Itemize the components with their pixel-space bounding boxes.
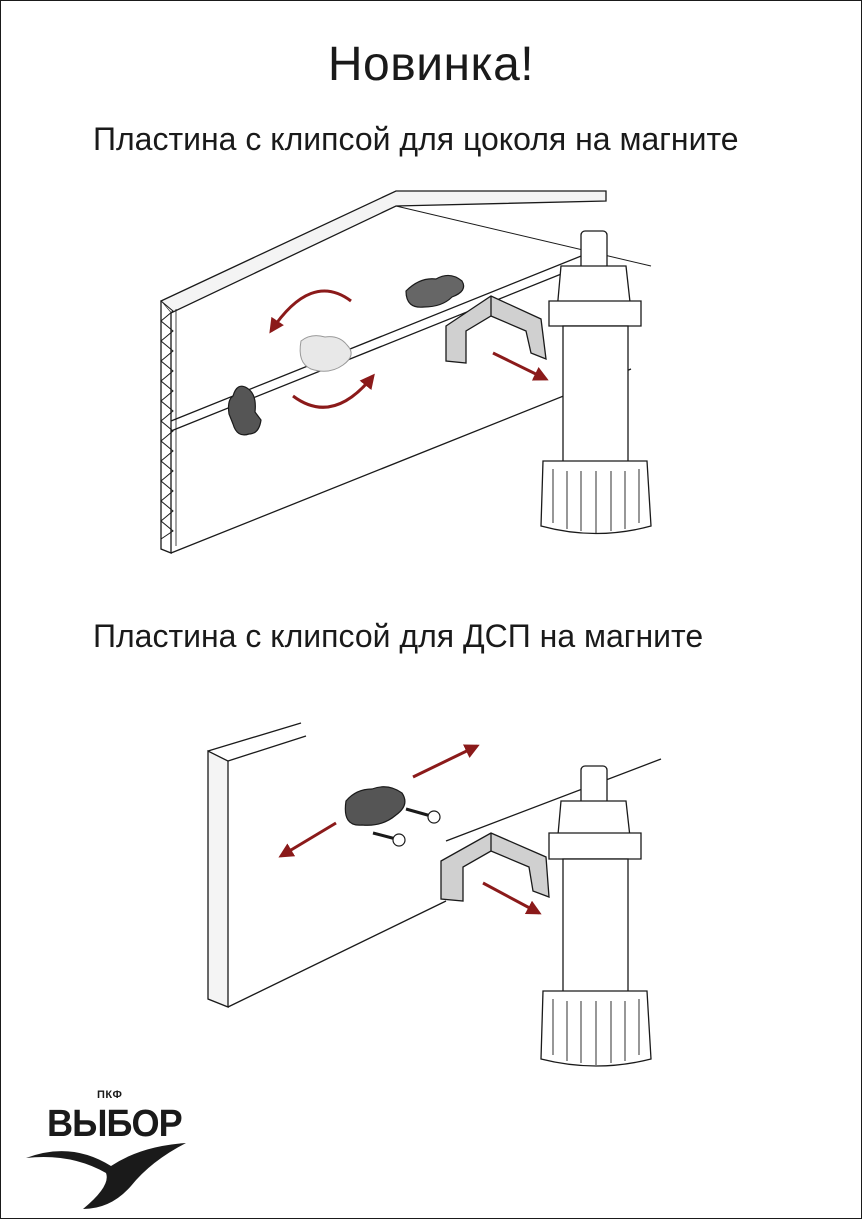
logo-prefix: ПКФ: [97, 1089, 123, 1101]
move-arrow-icon: [278, 744, 542, 915]
adjustable-leg: [540, 765, 652, 1067]
plinth-illustration: [159, 190, 652, 554]
chipboard-illustration: [207, 722, 662, 1067]
logo-bird-icon: [26, 1143, 186, 1209]
clip-ghost-icon: [299, 335, 352, 372]
chipboard-panel: [207, 722, 662, 1008]
section2-title: Пластина с клипсой для ДСП на магните: [93, 618, 704, 654]
logo-name: ВЫБОР: [47, 1103, 183, 1145]
magnet-plate: [445, 295, 547, 364]
headline: Новинка!: [327, 38, 535, 91]
clip-icon: [227, 274, 465, 436]
move-arrow-icon: [492, 351, 549, 381]
magnet-plate: [440, 832, 550, 902]
screw-icon: [372, 807, 441, 847]
rotate-arrow-icon: [269, 289, 375, 409]
adjustable-leg: [540, 230, 652, 535]
clip-icon: [344, 786, 406, 826]
section1-title: Пластина с клипсой для цоколя на магните: [93, 121, 739, 157]
